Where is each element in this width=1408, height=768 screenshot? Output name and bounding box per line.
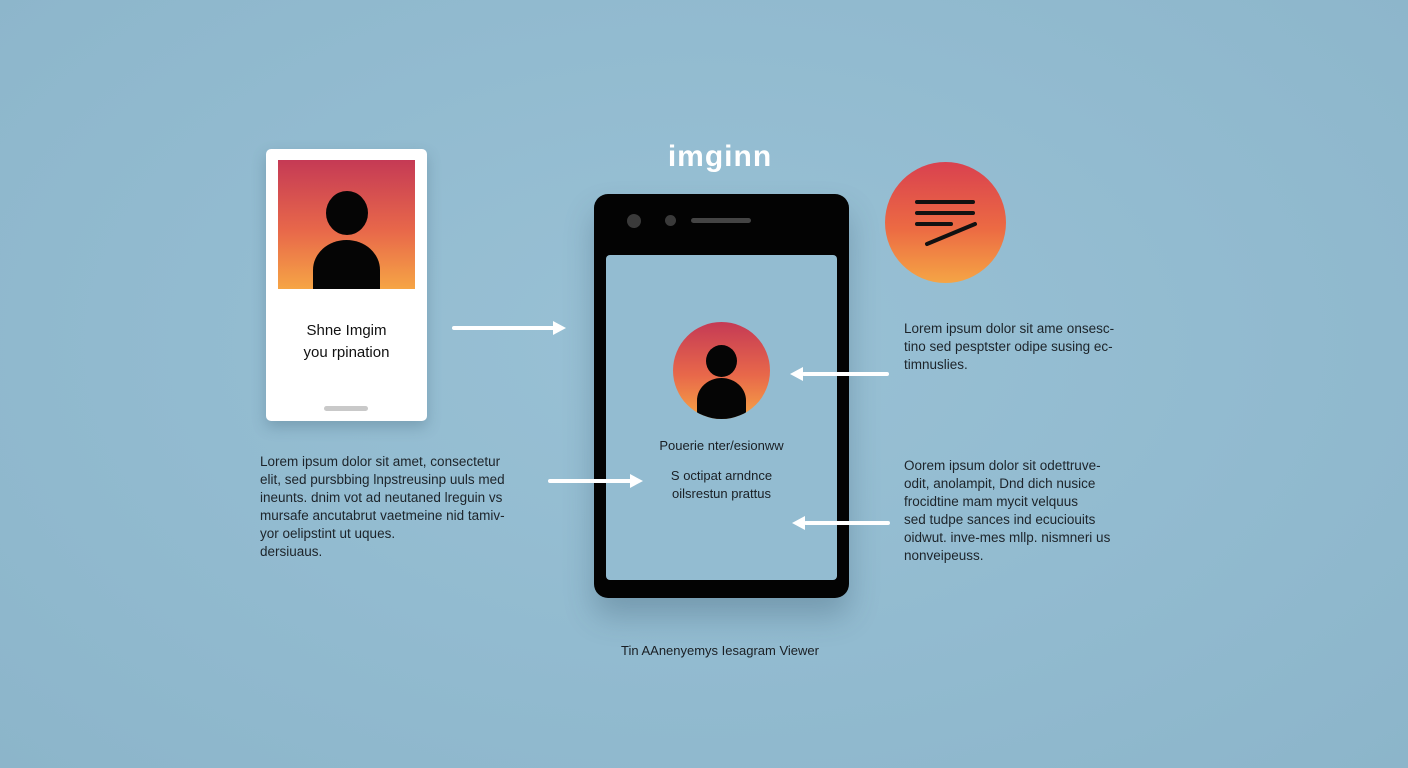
phone-speaker — [691, 218, 751, 223]
text-line: Lorem ipsum dolor sit amet, consectetur — [260, 454, 501, 469]
card-subtitle: you rpination — [303, 344, 390, 361]
card-avatar-icon — [278, 160, 415, 289]
text-line: oidwut. inve-mes mllp. nismneri us — [904, 530, 1111, 545]
phone-sensor — [665, 215, 676, 226]
arrow-left — [792, 516, 890, 530]
text-line: ineunts. dnim vot ad neutaned lreguin vs — [260, 490, 503, 505]
text-line: dersiuaus. — [260, 544, 323, 559]
caption: Tin AAnenyemys Iesagram Viewer — [621, 643, 819, 658]
phone-screen: Pouerie nter/esionww S octipat arndnce o… — [606, 255, 837, 580]
text-line: frocidtine mam mycit velquus — [904, 494, 1079, 509]
screen-line: oilsrestun prattus — [672, 486, 771, 501]
lines-pen-icon — [885, 162, 1006, 283]
phone-camera — [627, 214, 641, 228]
text-line: nonveipeuss. — [904, 548, 984, 563]
left-description: Lorem ipsum dolor sit amet, consectetur … — [260, 453, 505, 561]
text-line: mursafe ancutabrut vaetmeine nid tamiv- — [260, 508, 505, 523]
arrow-left — [790, 367, 889, 381]
brand-title: imginn — [667, 140, 773, 173]
text-line: Lorem ipsum dolor sit ame onsesc- — [904, 321, 1115, 336]
text-line: tino sed pesptster odipe susing ec- — [904, 339, 1113, 354]
right-bottom-description: Oorem ipsum dolor sit odettruve- odit, a… — [904, 457, 1110, 565]
arrow-right — [548, 474, 643, 488]
card-name: Shne Imgim — [306, 322, 387, 339]
text-line: Oorem ipsum dolor sit odettruve- — [904, 458, 1101, 473]
screen-line: S octipat arndnce — [670, 468, 773, 483]
text-line: yor oelipstint ut uques. — [260, 526, 396, 541]
card-handle — [324, 406, 368, 411]
phone-mockup: Pouerie nter/esionww S octipat arndnce o… — [594, 194, 849, 598]
text-line: timnuslies. — [904, 357, 968, 372]
right-top-description: Lorem ipsum dolor sit ame onsesc- tino s… — [904, 320, 1114, 374]
screen-heading: Pouerie nter/esionww — [659, 438, 784, 453]
text-line: sed tudpe sances ind ecuciouits — [904, 512, 1096, 527]
text-line: odit, anolampit, Dnd dich nusice — [904, 476, 1096, 491]
text-line: elit, sed pursbbing lnpstreusinp uuls me… — [260, 472, 505, 487]
arrow-right — [452, 321, 566, 335]
profile-card: Shne Imgim you rpination — [266, 149, 427, 421]
screen-avatar-icon — [673, 322, 770, 419]
